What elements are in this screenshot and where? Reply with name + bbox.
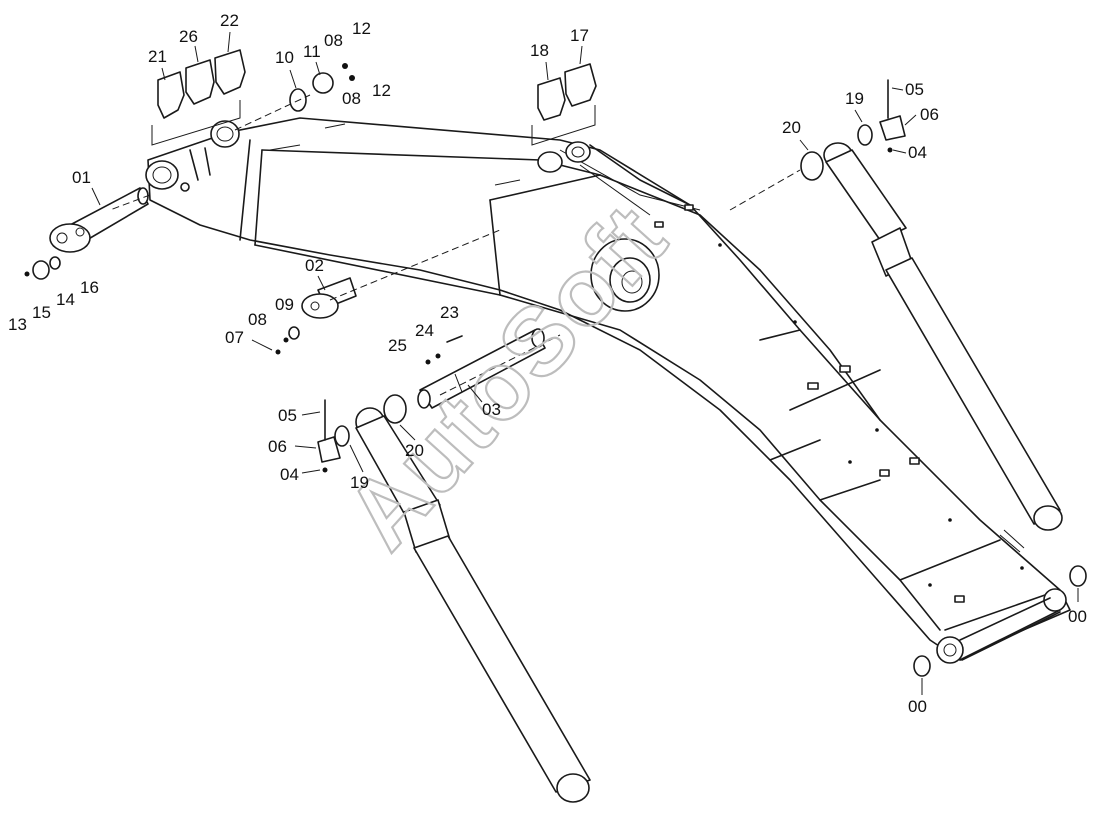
boom-foot: [145, 120, 240, 192]
callout-21: 21: [148, 47, 167, 66]
callout-20-left: 20: [405, 441, 424, 460]
callout-06-right: 06: [920, 105, 939, 124]
callout-11: 11: [303, 42, 321, 61]
callout-01: 01: [72, 168, 91, 187]
callout-24: 24: [415, 321, 434, 340]
shims: [151, 49, 597, 146]
callout-00-right: 00: [1068, 607, 1087, 626]
callout-20-right: 20: [782, 118, 801, 137]
callout-15: 15: [32, 303, 51, 322]
leader-lines: [91, 31, 1079, 695]
callout-05-left: 05: [278, 406, 297, 425]
callout-12-b: 12: [372, 81, 391, 100]
callout-08-b: 08: [324, 31, 343, 50]
callout-19-right: 19: [845, 89, 864, 108]
callout-06-left: 06: [268, 437, 287, 456]
callout-26: 26: [179, 27, 198, 46]
callout-00-bottom: 00: [908, 697, 927, 716]
boom-tip: [936, 588, 1067, 664]
callout-08-a: 08: [248, 310, 267, 329]
boom-body: [147, 117, 1071, 661]
washers-and-bolts: [24, 63, 1087, 677]
callout-03: 03: [482, 400, 501, 419]
callout-02: 02: [305, 256, 324, 275]
callout-14: 14: [56, 290, 75, 309]
pin-01: [49, 187, 149, 253]
callout-16: 16: [80, 278, 99, 297]
center-lines: [109, 94, 801, 396]
callout-25: 25: [388, 336, 407, 355]
callout-09: 09: [275, 295, 294, 314]
callout-04-right: 04: [908, 143, 927, 162]
left-boom-cylinder: [355, 407, 591, 803]
callout-17: 17: [570, 26, 589, 45]
center-pin-boss: [590, 238, 660, 312]
pin-03: [417, 328, 546, 409]
callout-07: 07: [225, 328, 244, 347]
callout-23: 23: [440, 303, 459, 322]
boom-marks: [654, 204, 1025, 603]
callout-10: 10: [275, 48, 294, 67]
callout-18: 18: [530, 41, 549, 60]
right-boom-cylinder: [823, 142, 1063, 531]
callout-05-right: 05: [905, 80, 924, 99]
callout-labels: 01 02 03 04 04 05 05 06 06 07 08 08 08 0…: [8, 11, 1087, 716]
callout-08-c: 08: [342, 89, 361, 108]
callout-19-left: 19: [350, 473, 369, 492]
callout-22: 22: [220, 11, 239, 30]
callout-04-left: 04: [280, 465, 299, 484]
callout-12-a: 12: [352, 19, 371, 38]
cylinder-bracket-upper: [537, 141, 691, 206]
callout-13: 13: [8, 315, 27, 334]
pin-02: [301, 277, 357, 319]
